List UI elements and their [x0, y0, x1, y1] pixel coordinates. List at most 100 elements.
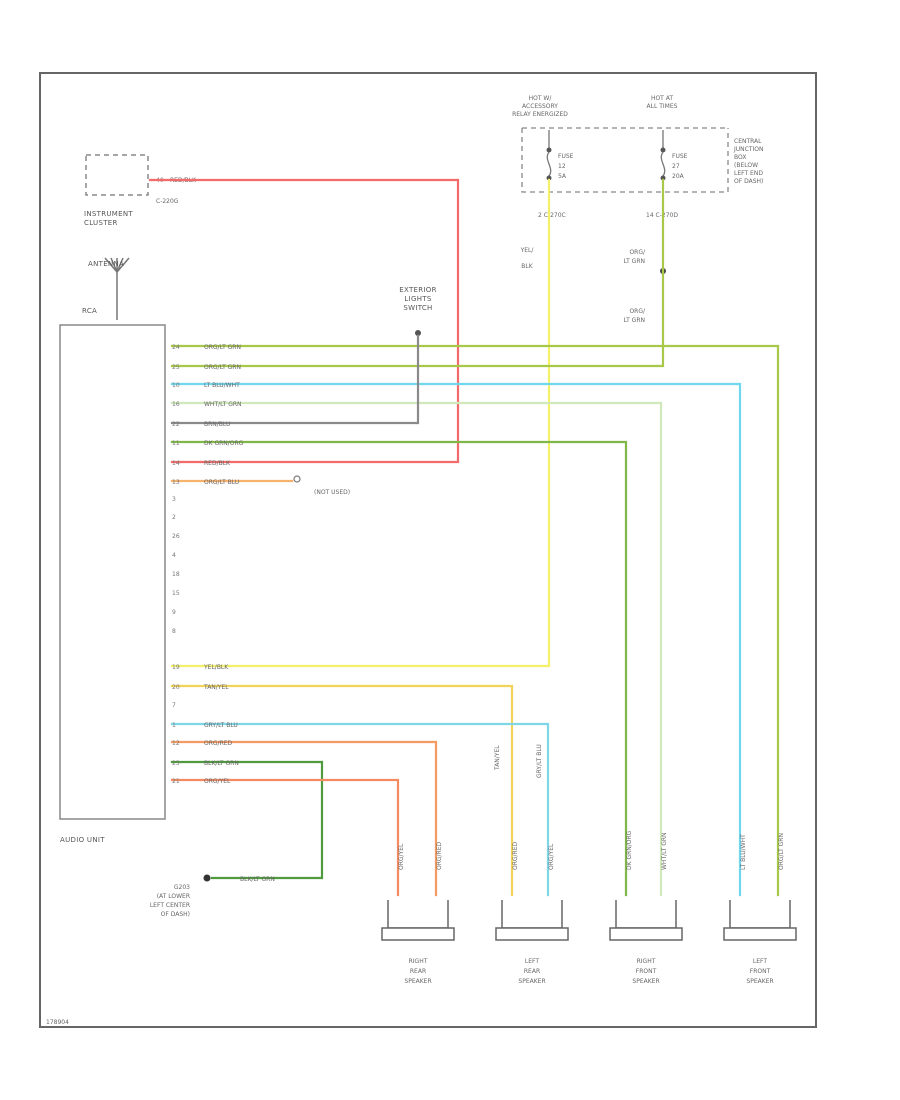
diagram-frame: [39, 72, 817, 1028]
wire-yel-blk: [170, 178, 551, 668]
w1-label: ORG/LT GRN: [204, 344, 241, 351]
w12-label: ORG/RED: [204, 740, 233, 747]
rf-lead-b: WHT/LT GRN: [661, 832, 668, 870]
yel-blk-vertical-label: YEL/BLK: [520, 247, 535, 270]
cjb-line2: JUNCTION: [733, 146, 763, 153]
cjb-line6: OF DASH): [734, 178, 763, 185]
pin-w5: 22: [172, 421, 180, 428]
hacc-line1: HOT W/: [529, 95, 553, 102]
pin-w3: 10: [172, 382, 180, 389]
wire-brn-blu: [170, 334, 420, 425]
hat-line1: HOT AT: [651, 95, 673, 102]
pin-w11: 1: [172, 722, 176, 729]
wire-org-ltgrn-feed: [170, 178, 665, 368]
w4-label: WHT/LT GRN: [204, 401, 242, 408]
olg-a2: LT GRN: [624, 258, 645, 265]
right-rear-speaker-icon: [381, 900, 455, 941]
wire-gry-ltblu-lr: [170, 722, 550, 897]
lf-l1: LEFT: [753, 958, 767, 965]
els-line1: EXTERIOR: [399, 286, 437, 294]
cjb-pin-a: 2 C-270C: [538, 212, 566, 219]
pin-unused-0: 3: [172, 496, 176, 503]
yb-line2: BLK: [521, 263, 533, 270]
rf-lead-a: DK GRN/ORG: [626, 830, 633, 870]
audio-unit-box: [59, 324, 166, 820]
lr-l1: LEFT: [525, 958, 539, 965]
w3-label: LT BLU/WHT: [204, 382, 240, 389]
w14-label: ORG/YEL: [204, 778, 231, 785]
pin-w14: 21: [172, 778, 180, 785]
wire-wht-ltgrn-rf: [170, 401, 663, 897]
rca-label: RCA: [82, 307, 97, 315]
pin-w8: 13: [172, 479, 180, 486]
w11-label: GRY/LT BLU: [204, 722, 238, 729]
exterior-switch-connector-icon: [415, 330, 421, 336]
olg-b1: ORG/: [629, 308, 646, 315]
hacc-line3: RELAY ENERGIZED: [512, 111, 568, 118]
lf-lead-b: ORG/LT GRN: [778, 833, 785, 870]
lr-tan-yel-vertical: TAN/YEL: [494, 745, 501, 771]
fuse-b-num: 27: [672, 163, 680, 170]
rr-lead-a: ORG/YEL: [398, 843, 405, 870]
pin-w10: 20: [172, 684, 180, 691]
gnd-line3: LEFT CENTER: [150, 902, 190, 909]
figure-id: 178904: [46, 1019, 69, 1026]
gnd-line4: OF DASH): [161, 911, 190, 918]
pin-w4: 16: [172, 401, 180, 408]
instrument-cluster-ref: C-220G: [156, 198, 179, 205]
pin-w6: 11: [172, 440, 180, 447]
antenna-icon: [104, 257, 130, 320]
fuse-a-name: FUSE: [558, 153, 574, 160]
rf-l3: SPEAKER: [632, 978, 659, 985]
hat-line2: ALL TIMES: [647, 103, 678, 110]
pin-unused-6: 9: [172, 609, 176, 616]
org-ltgrn-label-b: ORG/LT GRN: [624, 308, 646, 324]
audio-unit-label: AUDIO UNIT: [60, 836, 105, 844]
cjb-line5: LEFT END: [734, 170, 763, 177]
pin-w1: 24: [172, 344, 180, 351]
pin-w2: 25: [172, 364, 180, 371]
rr-lead-b: ORG/RED: [436, 841, 443, 870]
instrument-cluster-box: [85, 154, 149, 196]
w8-label: ORG/LT BLU: [204, 479, 239, 486]
olg-a1: ORG/: [629, 249, 646, 256]
rf-l2: FRONT: [636, 968, 657, 975]
lr-lead-d: ORG/YEL: [548, 843, 555, 870]
wire-dkgrn-org-rf: [170, 440, 628, 897]
fuse-a-num: 12: [558, 163, 566, 170]
wire-red-blk: [148, 178, 460, 464]
gnd-line2: (AT LOWER: [157, 893, 190, 900]
ground-wire-label: BLK/LT GRN: [240, 876, 275, 883]
antenna-label: ANTENNA: [88, 260, 124, 268]
right-front-speaker-icon: [609, 900, 683, 941]
left-front-speaker-icon: [723, 900, 797, 941]
els-line2: LIGHTS: [404, 295, 431, 303]
pin-unused-2: 26: [172, 533, 180, 540]
w13-label: BLK/LT GRN: [204, 760, 239, 767]
els-line3: SWITCH: [403, 304, 432, 312]
rr-l3: SPEAKER: [404, 978, 431, 985]
lr-l3: SPEAKER: [518, 978, 545, 985]
cjb-line4: (BELOW: [734, 162, 758, 169]
ground-icon: [203, 874, 211, 882]
pin-w9: 19: [172, 664, 180, 671]
w5-label: BRN/BLU: [204, 421, 230, 428]
rr-l1: RIGHT: [409, 958, 428, 965]
fuse-12-icon: [546, 130, 552, 181]
hacc-line2: ACCESSORY: [522, 103, 558, 110]
yb-line1: YEL/: [520, 247, 535, 254]
fuse-27-icon: [660, 130, 666, 181]
ic-line1: INSTRUMENT: [84, 210, 133, 218]
pin-unused-7: 8: [172, 628, 176, 635]
ic-line2: CLUSTER: [84, 219, 118, 227]
cjb-line3: BOX: [734, 154, 746, 161]
pin-unused-3: 4: [172, 552, 176, 559]
wire-org-yel-rr: [170, 778, 400, 897]
pin-w7: 14: [172, 460, 180, 467]
